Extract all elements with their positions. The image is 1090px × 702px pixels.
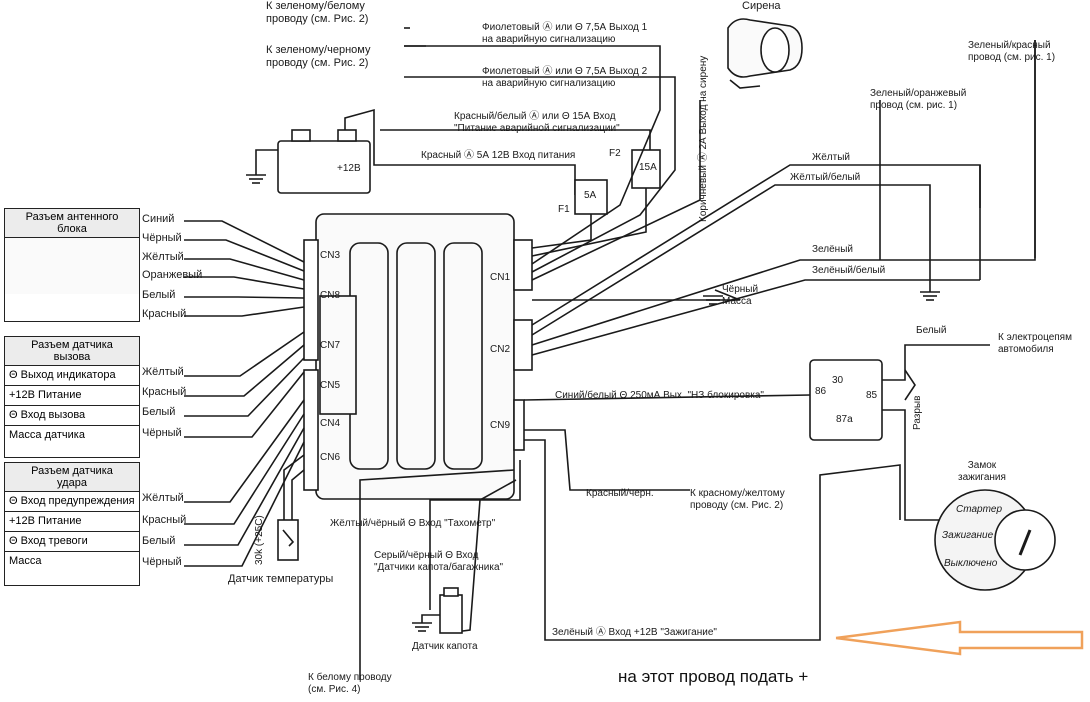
tacho-wire-label: Жёлтый/чёрный Θ Вход "Тахометр" (330, 518, 496, 529)
call-sensor-panel: Разъем датчика вызова Θ Выход индикатора… (4, 336, 140, 458)
black-ground-label: Чёрный Масса (722, 284, 759, 307)
antenna-connector-panel: Разъем антенного блока (4, 208, 140, 322)
green-white-wire-label: Зелёный/белый (812, 265, 886, 276)
hood-sensor (439, 594, 463, 634)
connector-cn4: CN4 (320, 418, 341, 429)
battery (277, 140, 371, 194)
shock-wire-2: Белый (142, 535, 176, 547)
green-red-ref-label: Зеленый/красный провод (см. рис. 1) (968, 40, 1056, 63)
connector-cn8: CN8 (320, 290, 341, 301)
call-wire-3: Чёрный (142, 427, 182, 439)
shock-wire-1: Красный (142, 514, 187, 526)
ignition-ign: Зажигание (942, 530, 994, 541)
call-wire-1: Красный (142, 386, 187, 398)
call-sensor-row-0: Θ Выход индикатора (5, 366, 139, 386)
antenna-wire-4: Белый (142, 289, 176, 301)
connector-cn3: CN3 (320, 250, 341, 261)
ignition-wire-label: Зелёный Ⓐ Вход +12В "Зажигание" (552, 627, 717, 638)
shock-sensor-row-2: Θ Вход тревоги (5, 532, 139, 552)
connector-cn7: CN7 (320, 340, 341, 351)
annotation-arrow (835, 620, 1084, 656)
fuse-f2-rating: 15A (639, 162, 657, 173)
yellow-white-wire-label: Жёлтый/белый (790, 172, 861, 183)
call-sensor-row-3: Масса датчика (9, 429, 85, 441)
relay-electric-label: К электроцепям автомобиля (998, 332, 1072, 355)
relay-pin-30: 30 (832, 375, 844, 386)
fuse-f1-rating: 5A (584, 190, 597, 201)
antenna-panel-title: Разъем антенного блока (5, 209, 139, 238)
antenna-wire-3: Оранжевый (142, 269, 203, 281)
call-wire-0: Жёлтый (142, 366, 184, 378)
relay-pin-85: 85 (866, 390, 878, 401)
antenna-panel-blank (5, 238, 139, 294)
blocking-wire-label: Синий/белый Θ 250мА Вых. "НЗ блокировка" (555, 390, 764, 401)
relay-break-label: Разрыв (912, 395, 923, 430)
hazard-power-label: Красный/белый Ⓐ или Θ 15А Вход "Питание … (454, 111, 620, 134)
call-sensor-row-1: +12В Питание (5, 386, 139, 406)
ignition-title: Замок зажигания (958, 460, 1006, 483)
hood-wire-label: Серый/чёрный Θ Вход "Датчики капота/бага… (374, 550, 504, 573)
siren-wire-label: Коричневый Ⓐ 2А Выход на сирену (698, 55, 709, 222)
relay-pin-86: 86 (815, 386, 827, 397)
ignition-off: Выключено (944, 558, 998, 569)
connector-cn5: CN5 (320, 380, 341, 391)
control-unit-slot-2 (396, 242, 436, 470)
red-yellow-ref-label: К красному/желтому проводу (см. Рис. 2) (690, 488, 785, 511)
antenna-wire-1: Чёрный (142, 232, 182, 244)
battery-label: +12В (337, 163, 361, 174)
shock-sensor-row-1: +12В Питание (5, 512, 139, 532)
call-sensor-row-2: Θ Вход вызова (5, 406, 139, 426)
hood-sensor-label: Датчик капота (412, 641, 478, 652)
shock-wire-0: Жёлтый (142, 492, 184, 504)
relay (809, 359, 883, 441)
annotation-text: на этот провод подать + (618, 667, 809, 686)
temp-sensor-value: 30k (+25С) (254, 515, 265, 565)
shock-sensor-title: Разъем датчика удара (5, 463, 139, 492)
antenna-wire-2: Жёлтый (142, 251, 184, 263)
control-unit-slot-3 (443, 242, 483, 470)
white-ref-label: К белому проводу (см. Рис. 4) (308, 672, 392, 695)
shock-wire-3: Чёрный (142, 556, 182, 568)
relay-white-label: Белый (916, 325, 947, 336)
yellow-wire-label: Жёлтый (812, 152, 850, 163)
connector-cn1: CN1 (490, 272, 511, 283)
antenna-wire-0: Синий (142, 213, 175, 225)
green-black-ref-label: К зеленому/черному проводу (см. Рис. 2) (266, 44, 371, 69)
red-black-wire-label: Красный/черн. (586, 488, 654, 499)
antenna-wire-5: Красный (142, 308, 187, 320)
green-wire-label: Зелёный (812, 244, 853, 255)
shock-sensor-row-0: Θ Вход предупреждения (5, 492, 139, 512)
connector-cn9: CN9 (490, 420, 511, 431)
temp-sensor-label: Датчик температуры (228, 573, 334, 585)
relay-pin-87a: 87a (836, 414, 853, 425)
connector-cn6: CN6 (320, 452, 341, 463)
shock-sensor-row-3: Масса (9, 555, 42, 567)
hazard-out2-label: Фиолетовый Ⓐ или Θ 7,5А Выход 2 на авари… (482, 66, 648, 89)
hazard-out1-label: Фиолетовый Ⓐ или Θ 7,5А Выход 1 на авари… (482, 22, 648, 45)
connector-cn2: CN2 (490, 344, 511, 355)
main-power-label: Красный Ⓐ 5А 12В Вход питания (421, 150, 576, 161)
green-white-ref-label: К зеленому/белому проводу (см. Рис. 2) (266, 0, 369, 25)
shock-sensor-panel: Разъем датчика удара Θ Вход предупрежден… (4, 462, 140, 586)
fuse-f2-label: F2 (609, 148, 621, 159)
fuse-f1-label: F1 (558, 204, 570, 215)
ignition-starter: Стартер (956, 504, 1003, 515)
green-orange-ref-label: Зеленый/оранжевый провод (см. рис. 1) (870, 88, 967, 111)
siren-title: Сирена (742, 0, 781, 12)
call-sensor-title: Разъем датчика вызова (5, 337, 139, 366)
call-wire-2: Белый (142, 406, 176, 418)
